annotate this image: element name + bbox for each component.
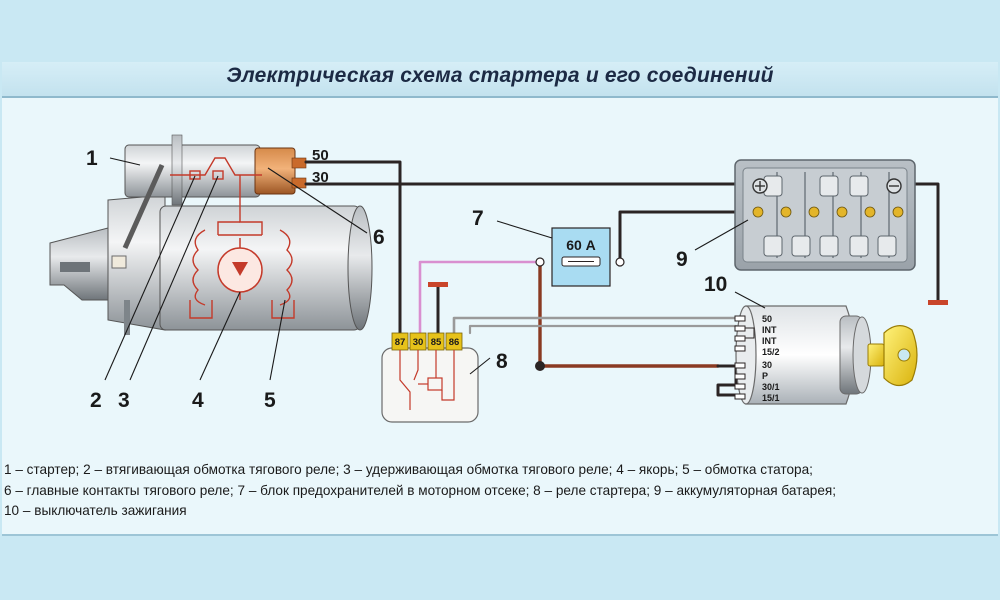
callout-3: 3 — [118, 389, 130, 412]
callout-9: 9 — [676, 248, 688, 271]
relay-pin-87: 87 — [395, 337, 406, 348]
ground-symbols — [428, 282, 948, 305]
starter-relay: 87 30 85 86 — [381, 332, 479, 423]
ignition-terminal-int-2: INT — [762, 336, 777, 346]
callout-1: 1 — [86, 147, 98, 170]
callout-4: 4 — [192, 389, 204, 412]
ignition-switch: 50 INT INT 15/2 30 P 30/1 15/1 — [734, 305, 918, 405]
callout-leaders — [104, 157, 766, 381]
callout-10: 10 — [704, 273, 727, 296]
relay-pin-85: 85 — [431, 337, 442, 348]
callout-2: 2 — [90, 389, 102, 412]
ignition-terminal-30: 30 — [762, 360, 772, 370]
callout-5: 5 — [264, 389, 276, 412]
ignition-terminal-p: P — [762, 371, 768, 381]
ignition-terminal-50: 50 — [762, 314, 772, 324]
junction-dot — [535, 361, 545, 371]
internal-windings — [170, 157, 295, 319]
ignition-terminal-int-1: INT — [762, 325, 777, 335]
caption-line-1: 1 – стартер; 2 – втягивающая обмотка тяг… — [4, 462, 813, 477]
ignition-terminal-15-2: 15/2 — [762, 347, 780, 357]
fuse-rating: 60 А — [566, 237, 596, 253]
caption-line-2: 6 – главные контакты тягового реле; 7 – … — [4, 482, 837, 498]
callout-6: 6 — [373, 226, 385, 249]
callout-8: 8 — [496, 350, 508, 373]
fuse-block: 60 А — [535, 227, 625, 287]
ignition-terminal-30-1: 30/1 — [762, 382, 780, 392]
caption-line-3: 10 – выключатель зажигания — [4, 503, 187, 518]
relay-pin-86: 86 — [449, 337, 460, 348]
callout-7: 7 — [472, 207, 484, 230]
starter — [49, 134, 373, 335]
starter-terminal-50: 50 — [312, 147, 329, 164]
ignition-key-icon — [867, 325, 918, 387]
title-bar — [2, 62, 998, 98]
page-title: Электрическая схема стартера и его соеди… — [226, 64, 774, 87]
starter-terminal-30: 30 — [312, 169, 329, 186]
battery — [734, 159, 916, 271]
relay-pin-30: 30 — [413, 337, 424, 348]
ignition-terminal-15-1: 15/1 — [762, 393, 780, 403]
legend-caption: 1 – стартер; 2 – втягивающая обмотка тяг… — [4, 460, 994, 522]
